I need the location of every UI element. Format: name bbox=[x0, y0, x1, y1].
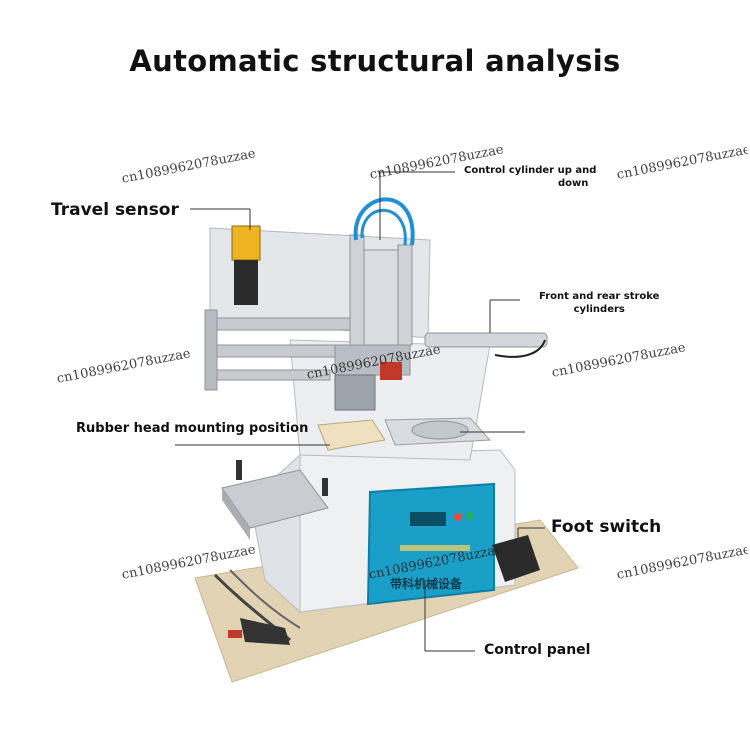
blue-hose bbox=[353, 197, 415, 246]
vertical-cylinder bbox=[349, 234, 365, 346]
red-button bbox=[454, 513, 462, 521]
control-panel-label: Control panel bbox=[484, 642, 591, 658]
rubber-head-label: Rubber head mounting position bbox=[76, 421, 309, 436]
cable bbox=[229, 569, 301, 629]
control-cylinder-label-line1: Control cylinder up and bbox=[464, 165, 597, 176]
panel-text: 带科机械设备 bbox=[390, 576, 463, 591]
foot-switch bbox=[492, 535, 540, 582]
front-rear-cylinder-label: Front and rear stroke cylinders bbox=[539, 290, 659, 316]
travel-sensor bbox=[231, 225, 261, 261]
table-knob bbox=[322, 478, 328, 496]
front-rear-label-line2: cylinders bbox=[573, 304, 625, 315]
vertical-cylinder bbox=[397, 244, 413, 346]
black-hose bbox=[494, 339, 546, 358]
control-panel bbox=[366, 482, 495, 606]
blue-hose bbox=[360, 208, 407, 246]
control-cylinder-label: Control cylinder up and down bbox=[464, 164, 596, 190]
table-knob bbox=[236, 460, 242, 480]
ink-cup bbox=[411, 420, 469, 440]
print-head bbox=[334, 374, 376, 411]
rail-end-plate bbox=[204, 309, 218, 391]
work-table-front bbox=[222, 488, 250, 540]
rail bbox=[209, 344, 351, 358]
page-title: Automatic structural analysis bbox=[129, 44, 621, 78]
front-rear-label-line1: Front and rear stroke bbox=[539, 291, 660, 302]
red-clip bbox=[228, 630, 242, 638]
center-cylinder bbox=[363, 249, 399, 346]
foot-switch-label: Foot switch bbox=[551, 517, 662, 537]
travel-sensor-label: Travel sensor bbox=[51, 200, 179, 220]
front-rear-cylinder bbox=[424, 332, 548, 348]
rail bbox=[209, 317, 351, 331]
green-button bbox=[466, 512, 474, 520]
plug bbox=[240, 618, 290, 645]
button-row bbox=[400, 545, 470, 551]
control-cylinder-label-line2: down bbox=[558, 178, 589, 189]
red-knob bbox=[380, 362, 402, 380]
control-display bbox=[410, 512, 446, 526]
sensor-base bbox=[234, 260, 258, 305]
rubber-head-mount bbox=[317, 419, 386, 451]
